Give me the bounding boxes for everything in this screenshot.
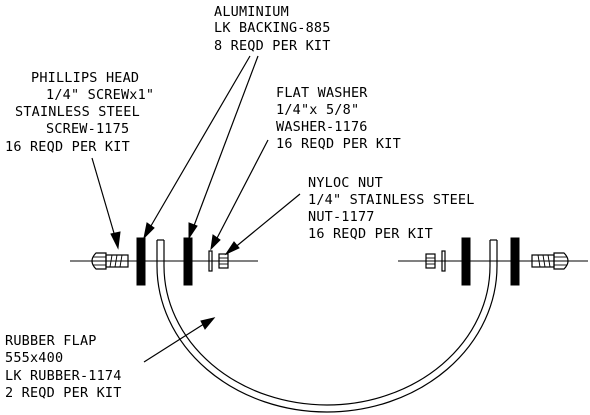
right-outer-backing-plate bbox=[510, 237, 520, 286]
right-screw-head bbox=[553, 252, 569, 270]
rubber-line-1: RUBBER FLAP bbox=[5, 333, 97, 349]
nut-leader bbox=[232, 193, 301, 250]
aluminium-backing-label: ALUMINIUM LK BACKING-885 8 REQD PER KIT bbox=[214, 4, 331, 54]
left-screw-thread-3 bbox=[119, 254, 123, 268]
washer-line-2: 1/4"x 5/8" bbox=[276, 102, 359, 118]
rubber-line-3: LK RUBBER-1174 bbox=[5, 368, 122, 384]
left-inner-backing-plate bbox=[183, 237, 193, 286]
left-screw-head bbox=[91, 252, 107, 270]
left-hardware bbox=[91, 237, 229, 286]
rubber-flap-label: RUBBER FLAP 555x400 LK RUBBER-1174 2 REQ… bbox=[5, 333, 122, 401]
right-screw-thread-1 bbox=[537, 254, 541, 268]
right-inner-backing-plate bbox=[461, 237, 471, 286]
aluminium-leader-right bbox=[191, 55, 259, 232]
screw-line-2: 1/4" SCREWx1" bbox=[46, 87, 154, 103]
left-nyloc-nut bbox=[218, 253, 229, 269]
rubber-line-4: 2 REQD PER KIT bbox=[5, 385, 122, 401]
right-flat-washer bbox=[441, 250, 446, 272]
screw-line-3: STAINLESS STEEL bbox=[15, 104, 140, 120]
left-flat-washer bbox=[208, 250, 213, 272]
rubber-line-2: 555x400 bbox=[5, 350, 63, 366]
aluminium-line-3: 8 REQD PER KIT bbox=[214, 38, 331, 54]
screw-label: PHILLIPS HEAD 1/4" SCREWx1" STAINLESS ST… bbox=[5, 70, 154, 155]
aluminium-line-1: ALUMINIUM bbox=[214, 4, 289, 20]
left-screw-thread-2 bbox=[114, 254, 118, 268]
rubber-flap-inner bbox=[163, 240, 491, 406]
left-screw-thread-1 bbox=[109, 254, 113, 268]
aluminium-leader-left bbox=[147, 55, 251, 232]
washer-line-4: 16 REQD PER KIT bbox=[276, 136, 401, 152]
screw-leader bbox=[91, 157, 117, 241]
aluminium-leader-right-arrowhead bbox=[188, 222, 198, 240]
nut-leader-arrowhead bbox=[224, 241, 240, 256]
aluminium-line-2: LK BACKING-885 bbox=[214, 20, 331, 36]
right-nyloc-nut bbox=[425, 253, 436, 269]
nut-line-2: 1/4" STAINLESS STEEL bbox=[308, 192, 475, 208]
flat-washer-label: FLAT WASHER 1/4"x 5/8" WASHER-1176 16 RE… bbox=[276, 85, 401, 152]
screw-line-1: PHILLIPS HEAD bbox=[31, 70, 139, 86]
rubber-leader-arrowhead bbox=[200, 317, 216, 330]
rubber-leader bbox=[143, 321, 208, 363]
washer-line-1: FLAT WASHER bbox=[276, 85, 368, 101]
nyloc-nut-label: NYLOC NUT 1/4" STAINLESS STEEL NUT-1177 … bbox=[308, 175, 475, 242]
right-screw-thread-3 bbox=[547, 254, 551, 268]
screw-line-5: 16 REQD PER KIT bbox=[5, 139, 130, 155]
rubber-flap bbox=[156, 239, 498, 413]
washer-line-3: WASHER-1176 bbox=[276, 119, 368, 135]
nut-line-4: 16 REQD PER KIT bbox=[308, 226, 433, 242]
rubber-flap-outer bbox=[156, 240, 498, 413]
nut-line-1: NYLOC NUT bbox=[308, 175, 383, 191]
left-outer-backing-plate bbox=[136, 237, 146, 286]
screw-line-4: SCREW-1175 bbox=[46, 121, 129, 137]
right-screw-thread-2 bbox=[542, 254, 546, 268]
screw-leader-arrowhead bbox=[110, 231, 121, 250]
nut-line-3: NUT-1177 bbox=[308, 209, 375, 225]
right-hardware bbox=[425, 237, 569, 286]
leader-lines bbox=[91, 55, 301, 363]
washer-leader-arrowhead bbox=[210, 234, 221, 251]
washer-leader bbox=[214, 139, 269, 243]
aluminium-leader-left-arrowhead bbox=[143, 222, 155, 240]
